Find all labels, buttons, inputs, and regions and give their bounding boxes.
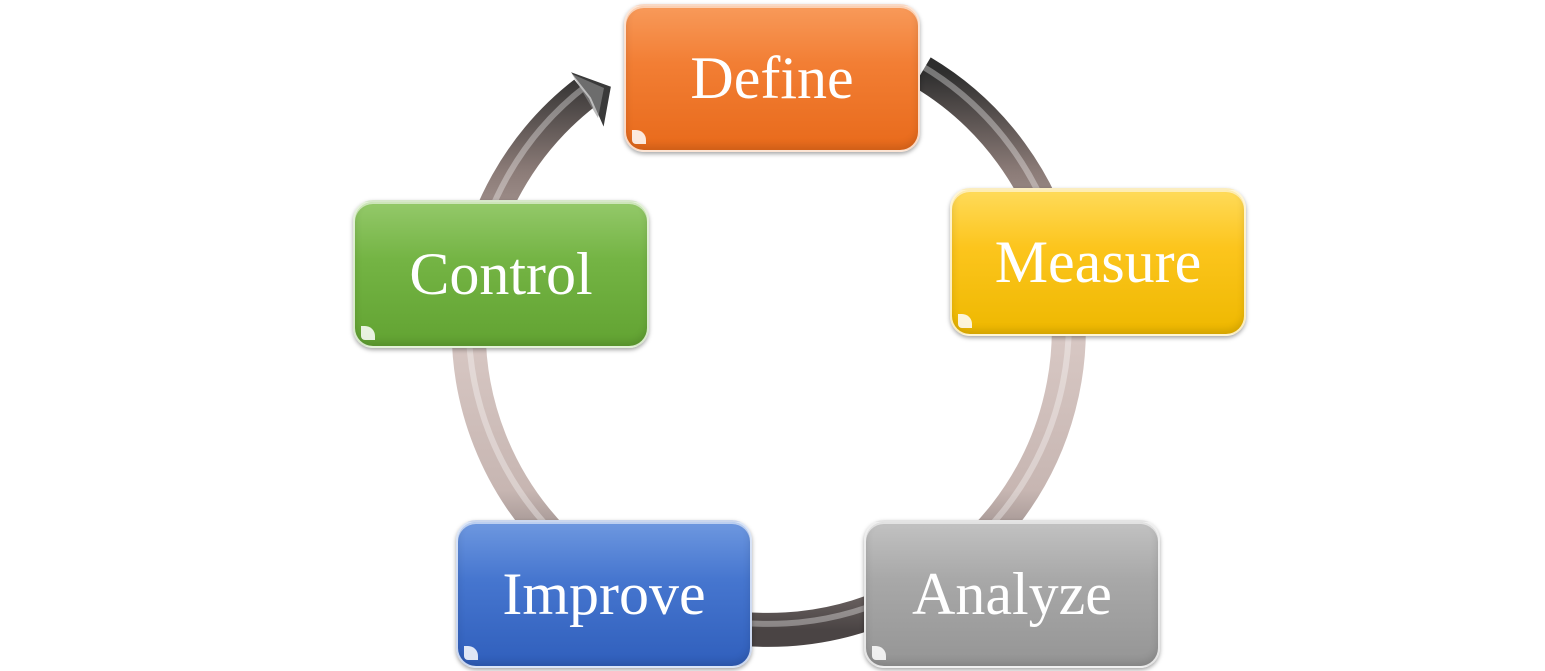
- stage-control[interactable]: Control: [353, 200, 649, 348]
- stage-label: Analyze: [912, 561, 1112, 627]
- stage-label: Define: [690, 45, 854, 111]
- cycle-arrowhead: [565, 67, 614, 134]
- stage-define[interactable]: Define: [624, 4, 920, 152]
- stage-label: Measure: [994, 229, 1202, 295]
- stage-improve[interactable]: Improve: [456, 520, 752, 668]
- stage-label: Control: [409, 241, 593, 307]
- stage-label: Improve: [502, 561, 706, 627]
- stage-analyze[interactable]: Analyze: [864, 520, 1160, 668]
- stage-measure[interactable]: Measure: [950, 188, 1246, 336]
